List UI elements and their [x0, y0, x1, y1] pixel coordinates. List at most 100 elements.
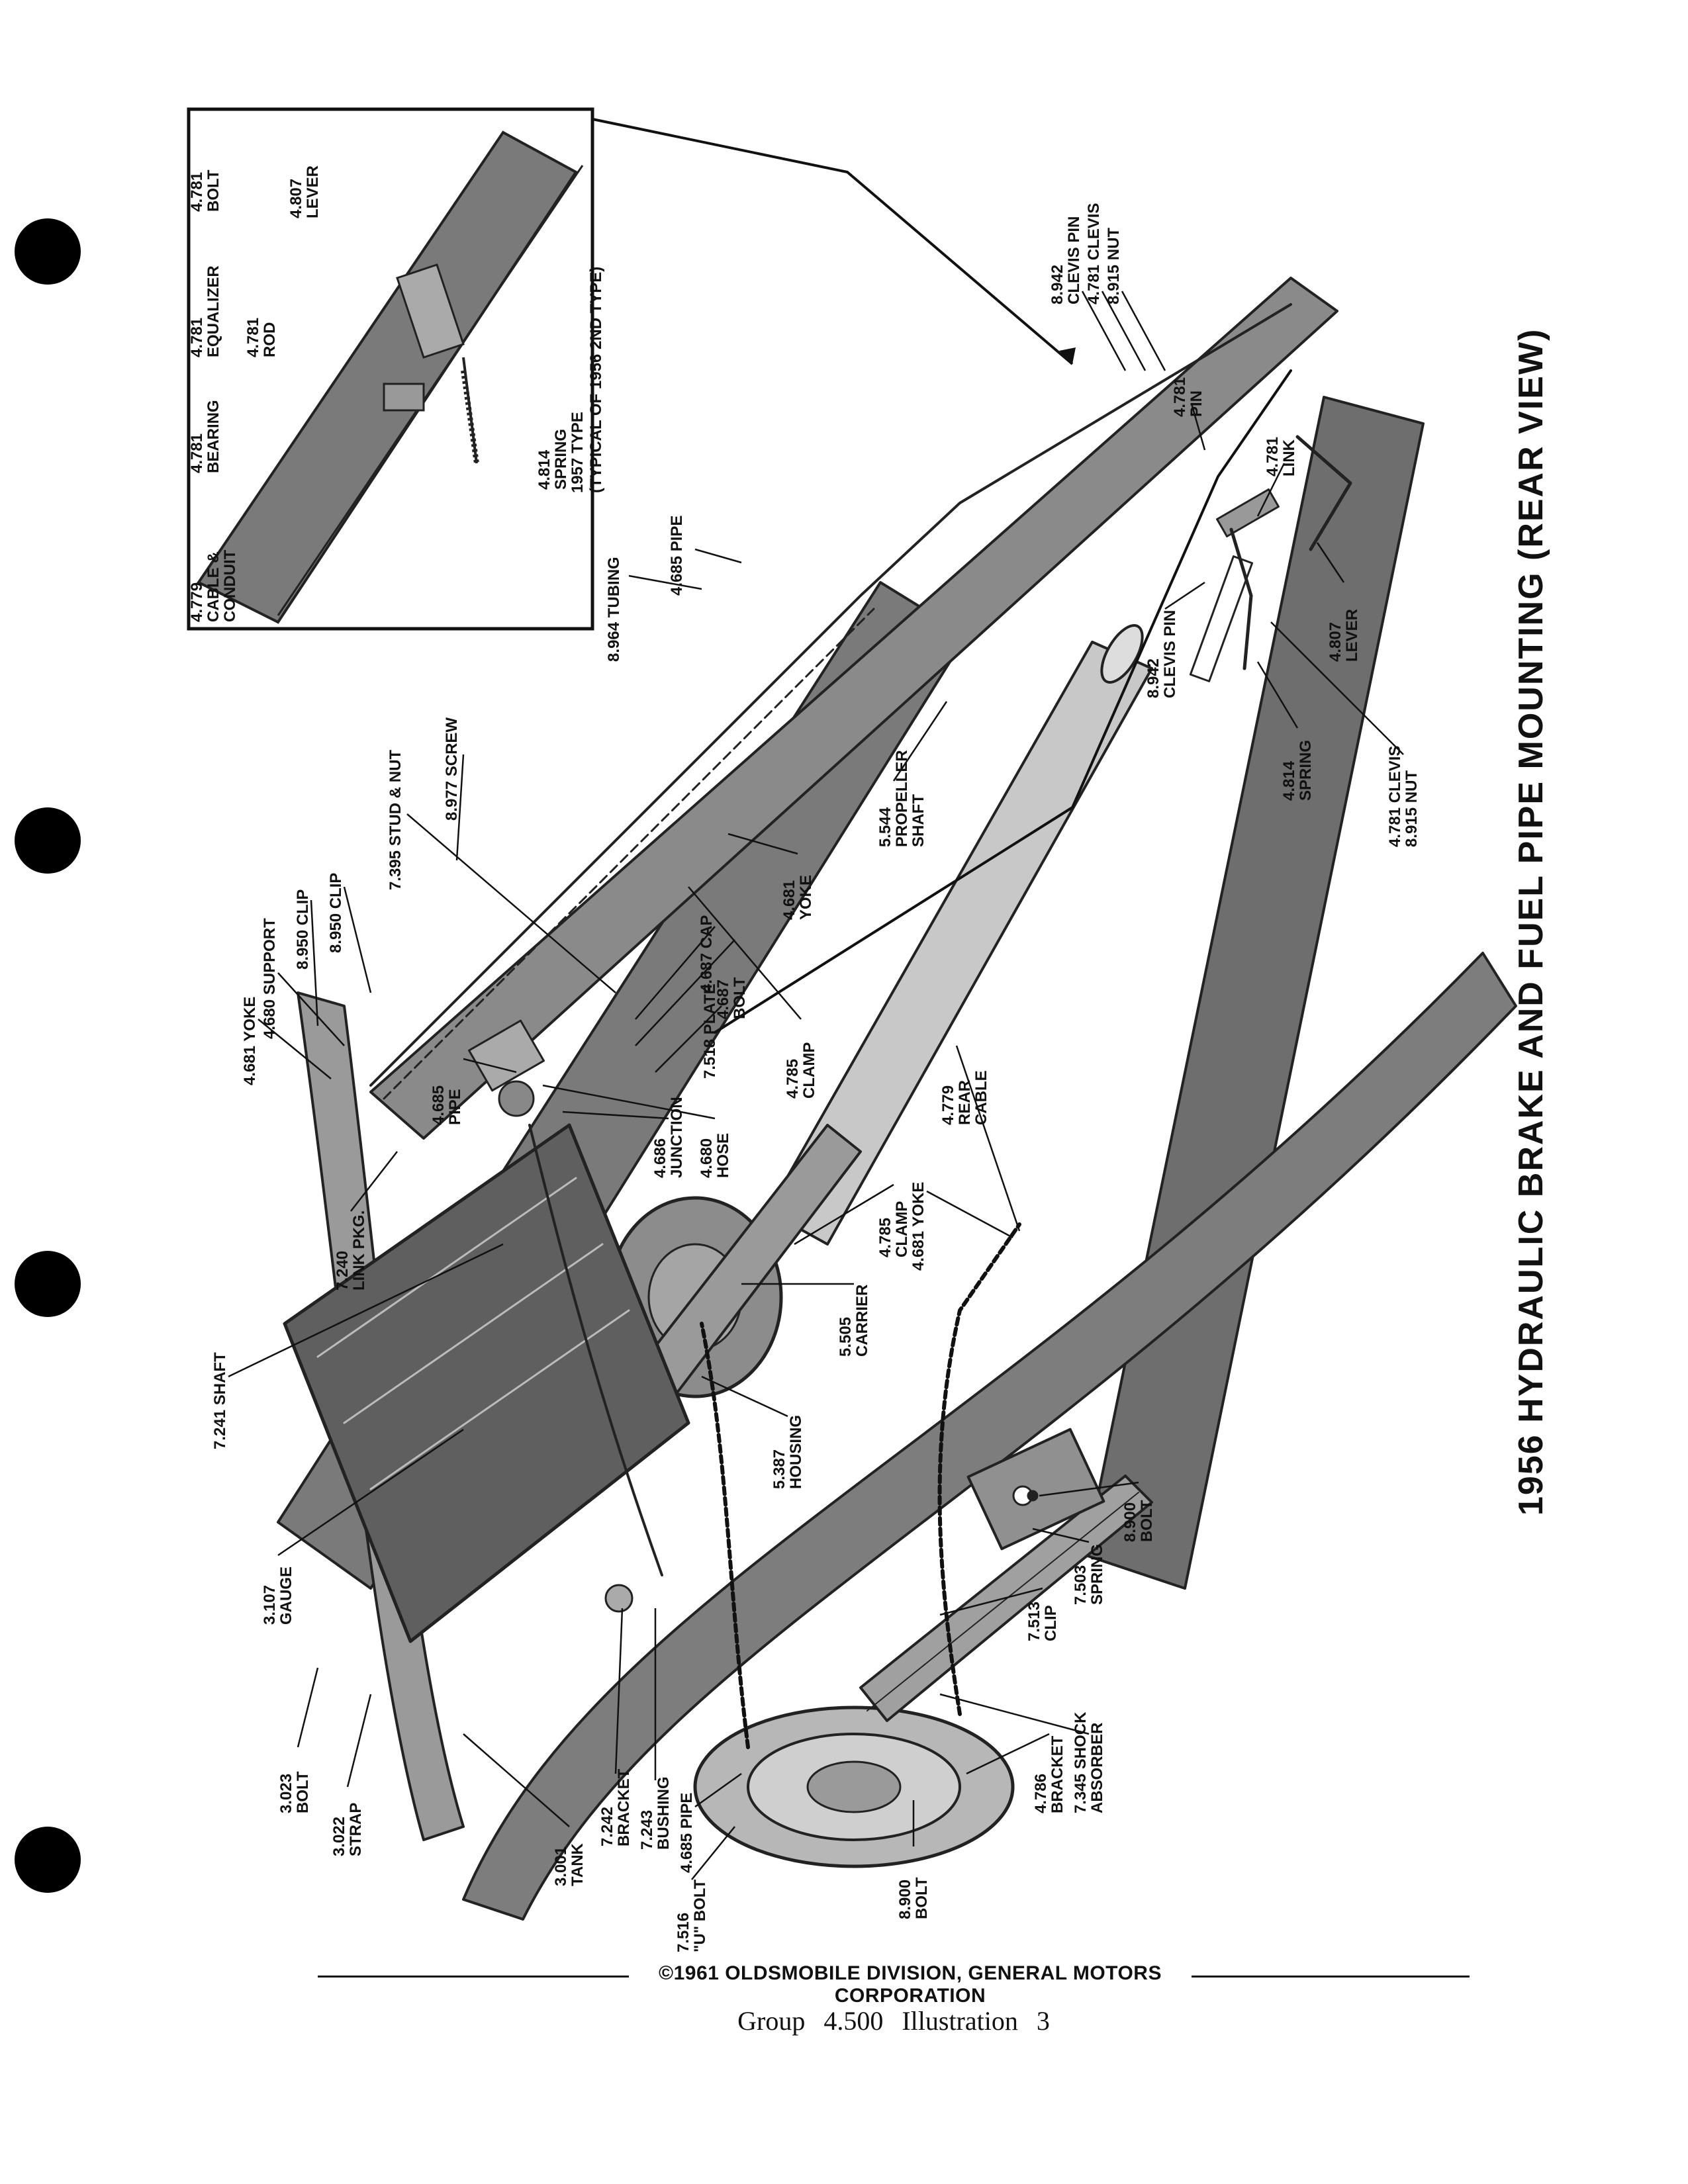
svg-text:BOLT: BOLT — [731, 977, 749, 1019]
label-name: YOKE — [910, 1182, 927, 1227]
label-name: JUNCTION — [668, 1097, 686, 1178]
label-name: BRACKET — [1049, 1735, 1066, 1813]
copyright-text: ©1961 OLDSMOBILE DIVISION, GENERAL MOTOR… — [659, 1962, 1162, 2007]
inset-label-name: EQUALIZER — [205, 265, 222, 357]
svg-text:4.781: 4.781 — [1264, 437, 1282, 477]
svg-text:CLEVIS PIN: CLEVIS PIN — [1065, 216, 1083, 304]
svg-text:CABLE &: CABLE & — [205, 551, 222, 622]
svg-text:4.814: 4.814 — [536, 449, 553, 490]
svg-text:4.680: 4.680 — [698, 1138, 716, 1178]
svg-text:8.900: 8.900 — [896, 1880, 914, 1919]
svg-text:BRACKET: BRACKET — [615, 1768, 633, 1846]
label-num: 4.685 — [668, 556, 686, 596]
svg-text:5.387: 5.387 — [771, 1449, 788, 1489]
label-num: 4.786 — [1032, 1774, 1050, 1813]
group-illustration-caption: Group 4.500 Illustration 3 — [737, 2006, 1050, 2036]
binder-hole-4 — [15, 1827, 81, 1893]
label-num: 4.814 — [1280, 760, 1298, 801]
label-name: CLEVIS — [1085, 203, 1103, 261]
label-name: CARRIER — [853, 1285, 871, 1357]
svg-text:4.786: 4.786 — [1032, 1774, 1050, 1813]
svg-text:7.395 STUD & NUT: 7.395 STUD & NUT — [387, 750, 404, 890]
svg-text:8.915 NUT: 8.915 NUT — [1403, 770, 1421, 847]
svg-text:4.785: 4.785 — [876, 1218, 894, 1257]
inset-label-num: 4.781 — [188, 172, 206, 212]
svg-text:SHAFT: SHAFT — [910, 794, 927, 847]
svg-text:PROPELLER: PROPELLER — [893, 750, 911, 847]
label-num: 8.900 — [1121, 1502, 1139, 1542]
label-num: 3.022 — [330, 1817, 348, 1856]
label-num: 7.242 — [598, 1807, 616, 1846]
svg-text:BUSHING: BUSHING — [655, 1776, 673, 1850]
label-num: 7.241 — [211, 1410, 229, 1449]
label-num: 4.681 — [780, 880, 798, 920]
svg-text:7.241 SHAFT: 7.241 SHAFT — [211, 1352, 229, 1449]
svg-text:CLAMP: CLAMP — [800, 1042, 818, 1099]
label-num: 5.544 — [876, 807, 894, 847]
label-num: 4.781 — [1171, 377, 1189, 417]
svg-text:SPRING: SPRING — [1297, 740, 1315, 801]
label-num: 7.513 — [1025, 1602, 1043, 1641]
label-name: CLAMP — [800, 1042, 818, 1099]
label-name: SHAFT — [211, 1352, 229, 1405]
label-num: 3.107 — [261, 1585, 279, 1625]
label-num: 7.516 — [675, 1913, 692, 1952]
label-name: NUT — [1105, 228, 1123, 261]
svg-text:HOUSING: HOUSING — [787, 1415, 805, 1489]
label-name: YOKE — [241, 997, 259, 1042]
svg-text:3.001: 3.001 — [552, 1846, 570, 1886]
label-name2: CABLE — [972, 1070, 990, 1125]
svg-text:4.785: 4.785 — [784, 1059, 802, 1099]
binder-hole-2 — [15, 807, 81, 874]
label-name: CLEVIS PIN — [1161, 610, 1179, 698]
svg-text:SPRING: SPRING — [1088, 1544, 1106, 1605]
svg-text:4.681: 4.681 — [780, 880, 798, 920]
label-name: HOUSING — [787, 1415, 805, 1489]
label-name: STRAP — [347, 1803, 365, 1856]
label-name: LINK PKG. — [350, 1210, 368, 1291]
svg-text:4.781: 4.781 — [244, 318, 262, 357]
label-name: PLATE — [701, 983, 719, 1034]
label-num: 7.345 — [1072, 1774, 1090, 1813]
svg-text:"U" BOLT: "U" BOLT — [691, 1879, 709, 1952]
svg-text:5.544: 5.544 — [876, 807, 894, 847]
svg-text:CARRIER: CARRIER — [853, 1285, 871, 1357]
label-name: BOLT — [731, 977, 749, 1019]
label-num: 4.785 — [876, 1218, 894, 1257]
svg-text:4.779: 4.779 — [939, 1085, 957, 1125]
svg-text:PIPE: PIPE — [446, 1089, 464, 1125]
svg-text:3.023: 3.023 — [277, 1774, 295, 1813]
label-name: BOLT — [913, 1877, 931, 1919]
svg-text:7.242: 7.242 — [598, 1807, 616, 1846]
svg-text:LINK: LINK — [1280, 439, 1298, 477]
label-name: GAUGE — [277, 1567, 295, 1625]
label-num: 4.807 — [1327, 622, 1344, 662]
label-name: SPRING — [1297, 740, 1315, 801]
svg-text:CABLE: CABLE — [972, 1070, 990, 1125]
label-num: 4.785 — [784, 1059, 802, 1099]
svg-text:LINK PKG.: LINK PKG. — [350, 1210, 368, 1291]
label-num: 8.950 — [327, 913, 345, 953]
label-name: PIN — [1188, 390, 1205, 417]
footer-rule-left — [318, 1976, 629, 1978]
svg-text:BEARING: BEARING — [205, 400, 222, 473]
svg-text:4.687 CAP: 4.687 CAP — [698, 915, 716, 993]
svg-text:LEVER: LEVER — [1343, 609, 1361, 662]
label-num: 5.387 — [771, 1449, 788, 1489]
label-num: 7.503 — [1072, 1565, 1090, 1605]
label-num: 4.685 — [678, 1833, 696, 1873]
leader-lines — [228, 291, 1404, 1880]
label-name: CLEVIS — [1386, 746, 1404, 803]
inset-label-num: 4.814 — [536, 449, 553, 490]
label-name2: SHAFT — [910, 794, 927, 847]
svg-text:4.807: 4.807 — [1327, 622, 1344, 662]
label-num: 4.686 — [651, 1138, 669, 1178]
svg-text:4.687: 4.687 — [714, 979, 732, 1019]
inset-box — [187, 107, 1076, 631]
inset-label-name2: CONDUIT — [221, 549, 239, 622]
label-num: 7.395 — [387, 850, 404, 890]
label-num: 4.779 — [939, 1085, 957, 1125]
label-name: NUT — [1403, 770, 1421, 803]
label-num: 8.900 — [896, 1880, 914, 1919]
svg-text:4.686: 4.686 — [651, 1138, 669, 1178]
